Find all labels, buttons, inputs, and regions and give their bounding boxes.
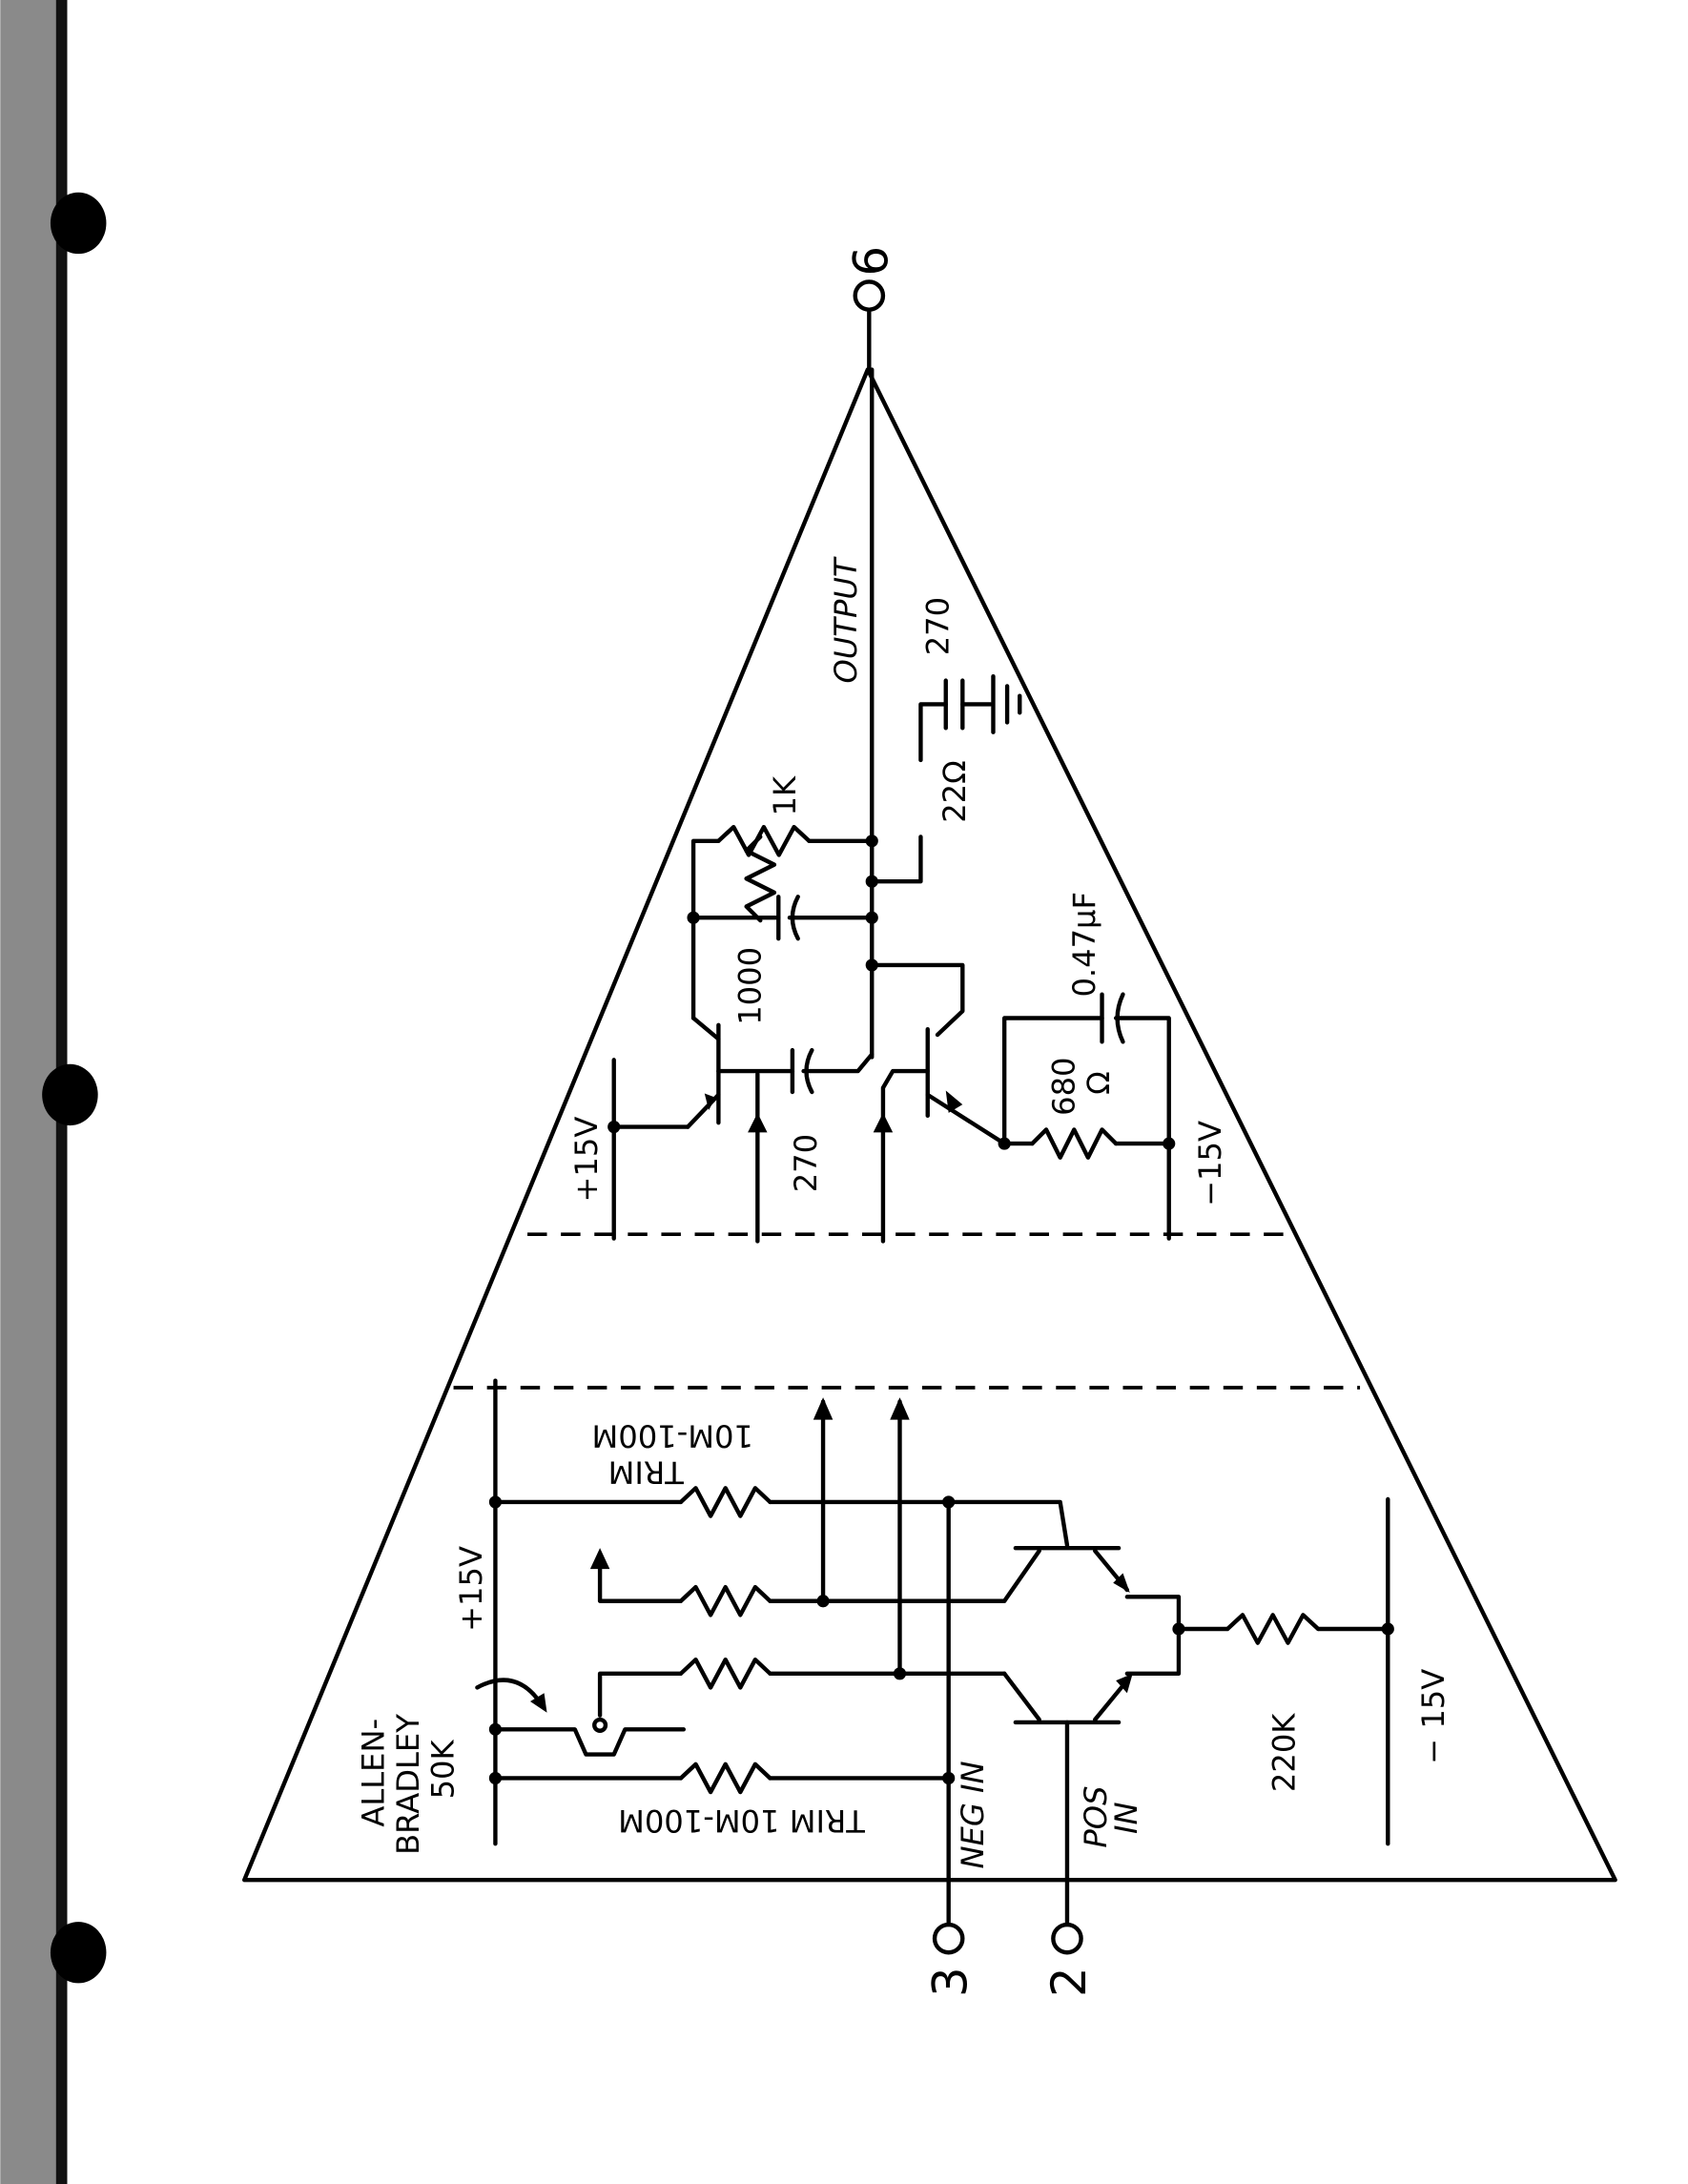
arrow-up-icon bbox=[589, 1548, 610, 1570]
trim-bottom-label: TRIM 10M-100M bbox=[618, 1803, 866, 1839]
terminal-3-label: 3 bbox=[923, 1967, 978, 1997]
cap-047-label: 0.47μF bbox=[1066, 892, 1102, 998]
output-label: OUTPUT bbox=[828, 556, 864, 683]
res-1k-label: 1K bbox=[767, 775, 803, 815]
bradley-label: BRADLEY bbox=[390, 1714, 426, 1855]
pos-in-terminal[interactable] bbox=[1051, 1922, 1083, 1955]
opamp-triangle bbox=[242, 367, 1617, 1883]
binder-hole bbox=[42, 1063, 98, 1126]
pos-in-label: IN bbox=[1108, 1802, 1144, 1834]
cap-1000-label: 1000 bbox=[731, 947, 768, 1025]
res-220k-label: 220K bbox=[1266, 1713, 1302, 1792]
trim-top-value: 10M-100M bbox=[592, 1417, 753, 1453]
arrow-up-icon bbox=[873, 1112, 894, 1133]
resistor-collector-q4 bbox=[678, 1657, 772, 1690]
minus15-bottom-label: − 15V bbox=[1415, 1669, 1451, 1764]
potentiometer bbox=[493, 1727, 687, 1757]
neg-in-label: NEG IN bbox=[955, 1761, 991, 1868]
terminal-2-label: 2 bbox=[1041, 1967, 1097, 1997]
res-680-unit: Ω bbox=[1081, 1071, 1117, 1095]
resistor-680 bbox=[1030, 1127, 1119, 1160]
cap-270-label: 270 bbox=[788, 1134, 824, 1192]
resistor-220k bbox=[1225, 1613, 1321, 1645]
binder-hole bbox=[50, 1922, 107, 1984]
output-terminal[interactable] bbox=[853, 279, 886, 312]
resistor-collector-q3 bbox=[678, 1584, 772, 1617]
resistor-1k bbox=[716, 824, 812, 857]
resistor-22 bbox=[744, 834, 777, 923]
pot-value-label: 50K bbox=[425, 1739, 462, 1799]
pos-label: POS bbox=[1078, 1785, 1114, 1847]
neg-in-terminal[interactable] bbox=[932, 1922, 965, 1955]
trim-top-label: TRIM bbox=[608, 1454, 685, 1491]
plus15-top-label: +15V bbox=[568, 1117, 605, 1203]
arrow-up-icon bbox=[748, 1112, 768, 1133]
plus15-bottom-label: +15V bbox=[453, 1546, 489, 1632]
cap-out-label: 270 bbox=[920, 597, 957, 655]
adjust-arrow-icon bbox=[475, 1678, 544, 1707]
arrow-up-icon bbox=[890, 1397, 910, 1420]
res-680-label: 680 bbox=[1045, 1057, 1081, 1115]
arrow-up-icon bbox=[813, 1397, 834, 1420]
resistor-trim-bottom bbox=[678, 1762, 772, 1795]
binder-hole bbox=[50, 192, 107, 255]
resistor-trim-top bbox=[678, 1486, 772, 1518]
minus15-top-label: −15V bbox=[1192, 1121, 1228, 1206]
res-22-label: 22Ω bbox=[937, 760, 973, 822]
allen-label: ALLEN- bbox=[355, 1719, 391, 1827]
terminal-6-label: 6 bbox=[843, 246, 898, 277]
